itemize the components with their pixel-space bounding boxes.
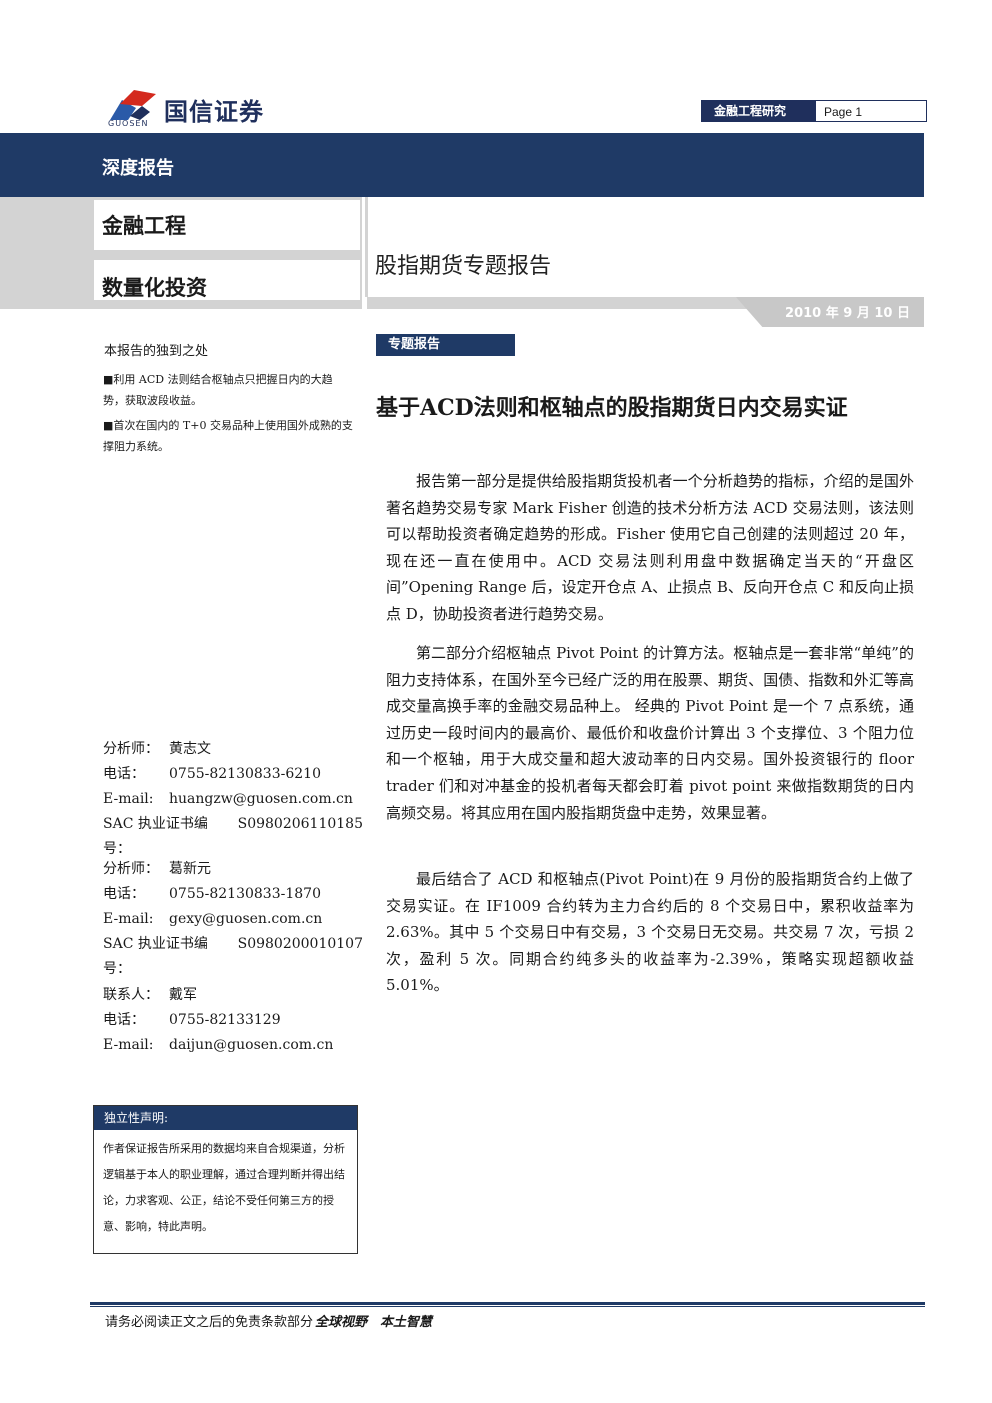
category-primary: 金融工程	[102, 213, 186, 238]
sac-number: S0980206110185	[237, 816, 363, 832]
footer-note: 请务必阅读正文之后的免责条款部分全球视野 本土智慧	[105, 1311, 432, 1330]
email-label: E-mail:	[103, 911, 154, 927]
highlights-title: 本报告的独到之处	[104, 344, 209, 359]
role-label: 分析师：	[103, 861, 159, 877]
report-date: 2010 年 9 月 10 日	[785, 306, 910, 321]
category-box	[94, 260, 360, 300]
contact-block: 分析师： 黄志文 电话： 0755-82130833-6210 E-mail: hua…	[103, 737, 363, 862]
footer-rule	[90, 1306, 925, 1307]
top-banner	[0, 133, 924, 197]
header-page-box: 金融工程研究 Page 1	[701, 100, 927, 122]
role-label: 联系人：	[103, 987, 159, 1003]
company-logo-english: GUOSEN	[108, 119, 149, 128]
phone-label: 电话：	[103, 1012, 145, 1028]
footer-rule	[90, 1302, 925, 1305]
highlight-item: ■首次在国内的 T+0 交易品种上使用国外成熟的支撑阻力系统。	[103, 419, 353, 453]
guosen-logo-mark	[110, 90, 156, 120]
department-label: 金融工程研究	[702, 101, 816, 121]
email-label: E-mail:	[103, 1037, 154, 1053]
company-slogan: 全球视野 本土智慧	[315, 1315, 433, 1330]
category-box	[94, 200, 360, 250]
statement-text: 作者保证报告所采用的数据均来自合规渠道，分析逻辑基于本人的职业理解，通过合理判断…	[103, 1142, 345, 1233]
role-label: 分析师：	[103, 741, 159, 757]
body-paragraph: 第二部分介绍枢轴点 Pivot Point 的计算方法。枢轴点是一套非常“单纯”…	[386, 644, 914, 822]
analyst-name: 黄志文	[169, 741, 211, 757]
analyst-name: 葛新元	[169, 861, 211, 877]
divider	[365, 197, 368, 297]
report-type: 深度报告	[102, 158, 174, 179]
contact-block: 分析师： 葛新元 电话： 0755-82130833-1870 E-mail: gex…	[103, 857, 363, 982]
contact-name: 戴军	[169, 987, 197, 1003]
contact-block: 联系人： 戴军 电话： 0755-82133129 E-mail: daijun@gu…	[103, 983, 363, 1058]
page-number: Page 1	[824, 105, 863, 119]
highlight-item: ■利用 ACD 法则结合枢轴点只把握日内的大趋势，获取波段收益。	[103, 373, 333, 407]
phone-number: 0755-82133129	[169, 1012, 281, 1028]
body-paragraph: 报告第一部分是提供给股指期货投机者一个分析趋势的指标，介绍的是国外著名趋势交易专…	[386, 472, 914, 623]
section-tag: 专题报告	[376, 334, 515, 356]
phone-number: 0755-82130833-1870	[169, 886, 321, 902]
company-logo-text: 国信证券	[164, 98, 264, 126]
sac-number: S0980200010107	[237, 936, 363, 952]
category-secondary: 数量化投资	[102, 275, 207, 300]
disclaimer-reminder: 请务必阅读正文之后的免责条款部分	[105, 1315, 314, 1330]
statement-title: 独立性声明:	[94, 1106, 357, 1130]
email-address: daijun@guosen.com.cn	[169, 1037, 334, 1053]
series-title: 股指期货专题报告	[375, 254, 552, 279]
email-address: huangzw@guosen.com.cn	[169, 791, 353, 807]
phone-number: 0755-82130833-6210	[169, 766, 321, 782]
phone-label: 电话：	[103, 766, 145, 782]
body-paragraph: 最后结合了 ACD 和枢轴点(Pivot Point)在 9 月份的股指期货合约…	[386, 870, 914, 995]
sac-label: SAC 执业证书编号：	[103, 816, 208, 857]
independence-statement: 独立性声明: 作者保证报告所采用的数据均来自合规渠道，分析逻辑基于本人的职业理解…	[93, 1105, 358, 1254]
article-title: 基于ACD法则和枢轴点的股指期货日内交易实证	[376, 395, 848, 421]
email-address: gexy@guosen.com.cn	[169, 911, 323, 927]
date-tab	[736, 297, 924, 327]
phone-label: 电话：	[103, 886, 145, 902]
sac-label: SAC 执业证书编号：	[103, 936, 208, 977]
email-label: E-mail:	[103, 791, 154, 807]
